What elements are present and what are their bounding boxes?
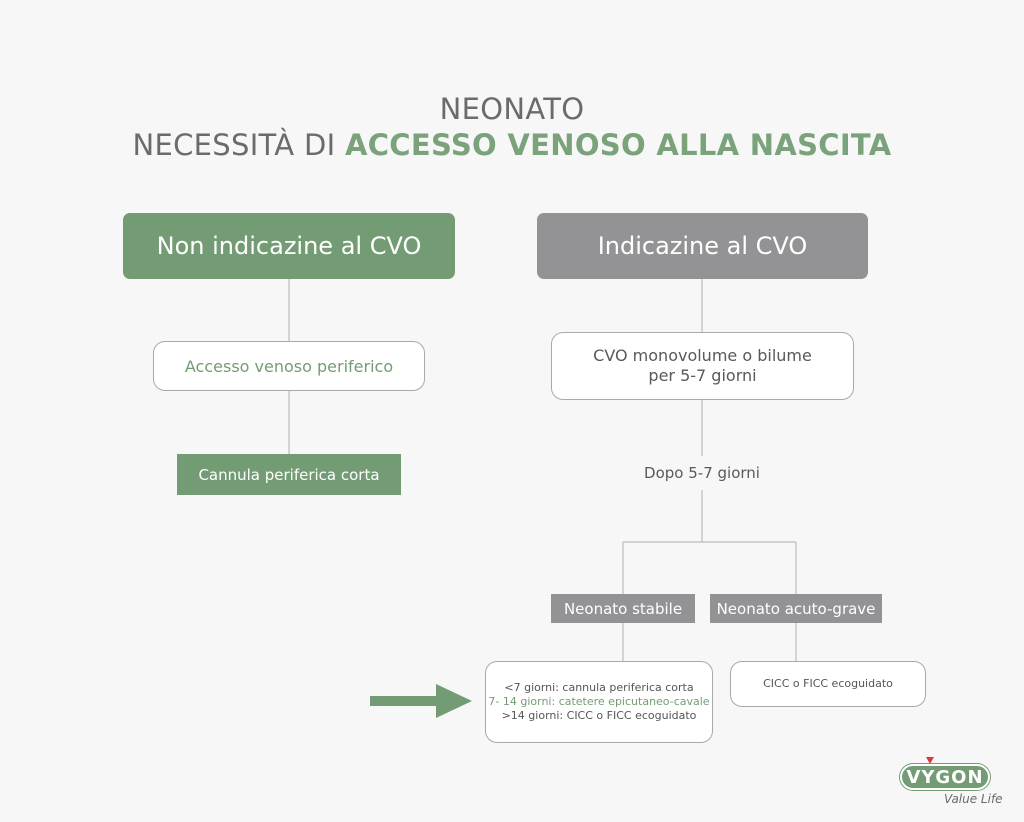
short-cannula-box: Cannula periferica corta [177,454,401,495]
header-no-cvo: Non indicazine al CVO [123,213,455,279]
logo-badge: VYGON [900,764,990,790]
branch-acute: Neonato acuto-grave [710,594,882,623]
branch-stable: Neonato stabile [551,594,695,623]
cvo-line1: CVO monovolume o bilume [593,346,812,365]
peripheral-access-label: Accesso venoso periferico [184,356,394,376]
title-line1: NEONATO [439,92,585,126]
title-prefix: NECESSITÀ DI [132,128,345,162]
title-accent: ACCESSO VENOSO ALLA NASCITA [344,128,892,162]
peripheral-access-box: Accesso venoso periferico [153,341,425,391]
acute-detail-label: CICC o FICC ecoguidato [763,677,893,690]
stable-detail-line1: <7 giorni: cannula periferica corta [504,681,694,694]
stable-detail-line2: 7- 14 giorni: catetere epicutaneo-cavale [488,695,710,708]
cvo-box: CVO monovolume o bilume per 5-7 giorni [551,332,854,400]
title-line2: NECESSITÀ DI ACCESSO VENOSO ALLA NASCITA [0,128,1024,162]
header-cvo: Indicazine al CVO [537,213,868,279]
vygon-logo: VYGON Value Life [898,756,1003,816]
after-days-label: Dopo 5-7 giorni [644,464,760,482]
logo-tagline: Value Life [944,792,1003,806]
stable-detail-box: <7 giorni: cannula periferica corta 7- 1… [485,661,713,743]
cvo-line2: per 5-7 giorni [648,366,757,385]
logo-mark-icon [926,757,934,764]
stable-detail-line3: >14 giorni: CICC o FICC ecoguidato [501,709,697,722]
pointer-arrow-icon [370,684,472,718]
acute-detail-box: CICC o FICC ecoguidato [730,661,926,707]
